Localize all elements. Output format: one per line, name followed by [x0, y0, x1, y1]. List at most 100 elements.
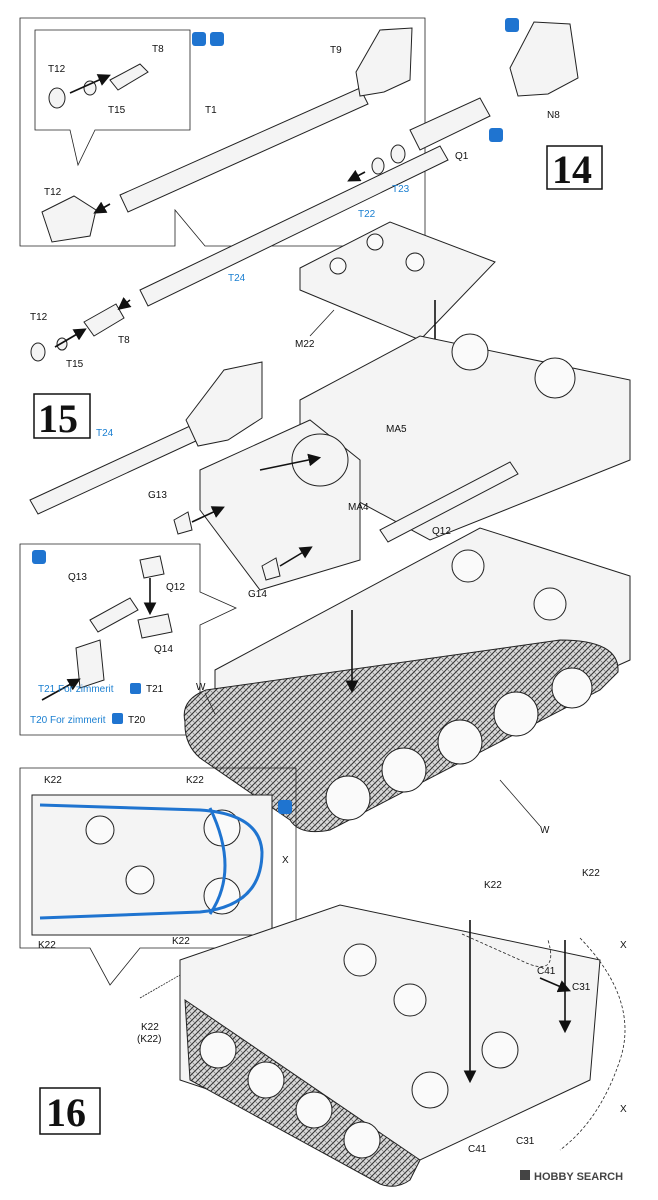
label-k22d-inset: K22	[172, 936, 190, 947]
label-n8: N8	[547, 110, 560, 121]
part-t22	[371, 157, 385, 175]
label-c31b: C31	[516, 1136, 535, 1147]
inset-box	[19, 543, 237, 736]
label-ma4: MA4	[348, 502, 369, 513]
part-t8-inset	[109, 63, 149, 91]
track-run	[183, 639, 619, 833]
engine-grille	[411, 1071, 449, 1109]
inset-box	[34, 29, 191, 167]
part-muzzle-t9	[355, 27, 413, 97]
road-wheel	[437, 719, 483, 765]
engine-grille	[481, 1031, 519, 1069]
part-q13	[89, 597, 139, 633]
part-muzzle-n8	[509, 21, 579, 97]
label-m22: M22	[295, 339, 315, 350]
paint-icon	[32, 550, 46, 564]
label-t15-lower: T15	[66, 359, 84, 370]
road-wheel	[199, 1031, 237, 1069]
label-t20-note: T20 For zimmerit	[30, 715, 106, 726]
step-number-box	[39, 1087, 101, 1135]
label-t12: T12	[44, 187, 62, 198]
part-t12-lower	[30, 342, 46, 362]
label-t1: T1	[205, 105, 217, 116]
watermark: HOBBY SEARCH	[534, 1171, 623, 1183]
hatch	[329, 257, 347, 275]
hatch	[393, 983, 427, 1017]
label-k22b: K22	[582, 868, 600, 879]
label-g14: G14	[248, 589, 267, 600]
engine-grille	[533, 587, 567, 621]
road-wheel	[343, 1121, 381, 1159]
part-t8-lower	[83, 303, 125, 337]
engine-grille	[451, 333, 489, 371]
hatch	[125, 865, 155, 895]
decal-icon	[210, 32, 224, 46]
label-t9: T9	[330, 45, 342, 56]
label-t20: T20	[128, 715, 146, 726]
part-barrel-t24	[139, 145, 449, 307]
stripe-icon	[489, 128, 503, 142]
label-x-inset: X	[282, 855, 289, 866]
part-q14	[137, 613, 173, 639]
label-t21-note: T21 For zimmerit	[38, 684, 114, 695]
stripe-icon	[505, 18, 519, 32]
label-x2: X	[620, 1104, 627, 1115]
label-k22a: K22	[484, 880, 502, 891]
label-c41b: C41	[468, 1144, 487, 1155]
part-hull-top-m22	[299, 221, 496, 341]
part-q1	[409, 97, 491, 151]
step-14: T12 T8 T15 T9	[19, 17, 603, 414]
label-q12: Q12	[432, 526, 451, 537]
engine-grille	[534, 357, 576, 399]
label-q13-inset: Q13	[68, 572, 87, 583]
label-ma5: MA5	[386, 424, 407, 435]
part-barrel-t1	[119, 87, 369, 213]
label-t23: T23	[392, 184, 410, 195]
label-k22a-inset: K22	[44, 775, 62, 786]
label-t12-inset: T12	[48, 64, 66, 75]
label-x1: X	[620, 940, 627, 951]
step-number-box	[546, 145, 603, 190]
decal-icon	[130, 683, 141, 694]
road-wheel	[493, 691, 539, 737]
decal-icon	[112, 713, 123, 724]
paint-icon	[278, 800, 292, 814]
road-wheel	[295, 1091, 333, 1129]
road-wheel	[381, 747, 427, 793]
label-t22: T22	[358, 209, 376, 220]
part-g13	[173, 511, 193, 535]
part-muzzle-brake	[185, 361, 263, 447]
hatch	[85, 815, 115, 845]
part-t12-inset	[48, 87, 66, 109]
hatch	[343, 943, 377, 977]
label-k22b-inset: K22	[186, 775, 204, 786]
part-q12-inset	[139, 555, 165, 579]
engine-grille	[451, 549, 485, 583]
hatch	[366, 233, 384, 251]
step-number-16: 16	[46, 1090, 86, 1135]
label-t15-inset: T15	[108, 105, 126, 116]
tool-rack	[379, 461, 519, 543]
label-k22c-inset: K22	[38, 940, 56, 951]
callout-box	[19, 17, 426, 247]
hatch	[405, 252, 425, 272]
step-15: 15 T24 MA5 MA4 G13 G14 Q12 Q13 Q12 Q14 T…	[19, 333, 631, 836]
part-t23	[390, 144, 406, 164]
label-t24: T24	[228, 273, 246, 284]
road-wheel	[551, 667, 593, 709]
road-wheel	[247, 1061, 285, 1099]
part-t12	[41, 195, 97, 243]
part-t15-inset	[83, 80, 97, 96]
label-c31: C31	[572, 982, 591, 993]
label-w: W	[196, 682, 206, 693]
label-c41: C41	[537, 966, 556, 977]
label-t24: T24	[96, 428, 114, 439]
tow-cable-route	[39, 803, 264, 920]
label-t8-lower: T8	[118, 335, 130, 346]
step-number-15: 15	[38, 396, 78, 441]
tow-cable-route	[208, 807, 227, 915]
label-k22c: K22	[141, 1022, 159, 1033]
gun-opening	[291, 433, 349, 487]
label-t12-lower: T12	[30, 312, 48, 323]
